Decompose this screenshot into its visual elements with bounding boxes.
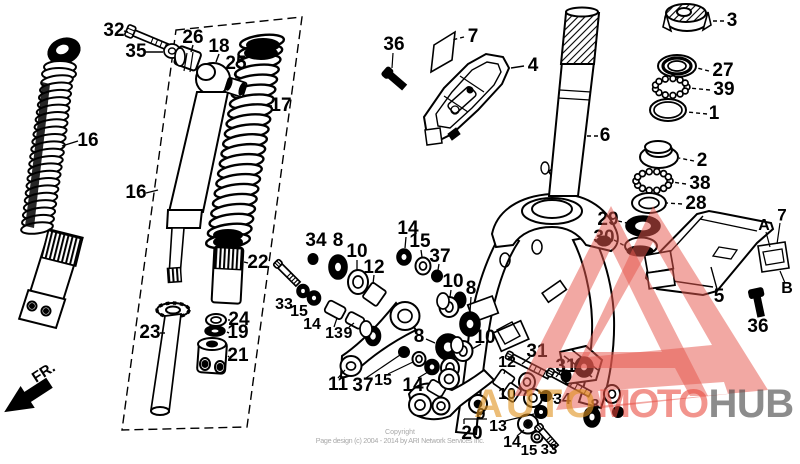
- svg-text:18: 18: [208, 36, 229, 57]
- svg-text:36: 36: [747, 316, 768, 337]
- svg-text:14: 14: [503, 434, 521, 451]
- svg-text:34: 34: [305, 230, 327, 251]
- svg-text:8: 8: [333, 230, 344, 251]
- svg-text:16: 16: [77, 130, 98, 151]
- svg-text:20: 20: [461, 423, 482, 444]
- svg-text:13: 13: [325, 325, 343, 342]
- svg-text:11: 11: [328, 374, 349, 395]
- svg-text:27: 27: [712, 60, 733, 81]
- svg-text:B: B: [781, 280, 793, 297]
- svg-text:2: 2: [697, 150, 708, 171]
- svg-text:15: 15: [521, 442, 538, 459]
- svg-text:22: 22: [247, 252, 268, 273]
- svg-text:5: 5: [714, 286, 725, 307]
- svg-text:Page design (c) 2004 - 2014 by: Page design (c) 2004 - 2014 by ARI Netwo…: [316, 436, 485, 445]
- svg-text:39: 39: [713, 79, 734, 100]
- svg-text:15: 15: [290, 303, 308, 320]
- svg-text:15: 15: [374, 372, 392, 389]
- svg-text:9: 9: [477, 406, 486, 423]
- svg-text:33: 33: [275, 296, 293, 313]
- svg-text:17: 17: [270, 95, 291, 116]
- svg-text:24: 24: [228, 309, 250, 330]
- svg-text:12: 12: [498, 354, 516, 371]
- svg-text:37: 37: [429, 246, 450, 267]
- svg-text:10: 10: [346, 241, 367, 262]
- svg-text:9: 9: [344, 325, 353, 342]
- svg-text:10: 10: [498, 386, 516, 403]
- svg-text:4: 4: [528, 55, 539, 76]
- svg-text:14: 14: [303, 316, 321, 333]
- svg-text:6: 6: [600, 125, 611, 146]
- svg-text:19: 19: [227, 322, 248, 343]
- svg-text:16: 16: [125, 182, 146, 203]
- svg-text:36: 36: [383, 34, 404, 55]
- svg-text:35: 35: [125, 41, 147, 62]
- svg-text:33: 33: [541, 441, 558, 458]
- svg-text:10: 10: [442, 271, 463, 292]
- svg-text:3: 3: [727, 10, 738, 31]
- svg-text:8: 8: [466, 278, 477, 299]
- svg-text:14: 14: [402, 375, 424, 396]
- svg-text:23: 23: [139, 322, 160, 343]
- svg-text:15: 15: [409, 231, 431, 252]
- svg-text:AUTOMOTOHUB: AUTOMOTOHUB: [474, 382, 794, 426]
- svg-text:28: 28: [685, 193, 706, 214]
- svg-text:Copyright: Copyright: [385, 429, 415, 436]
- svg-text:1: 1: [709, 103, 720, 124]
- svg-text:37: 37: [352, 375, 373, 396]
- svg-text:7: 7: [777, 205, 786, 224]
- svg-text:26: 26: [182, 27, 203, 48]
- svg-text:8: 8: [414, 326, 425, 347]
- svg-text:25: 25: [225, 53, 247, 74]
- svg-text:12: 12: [363, 257, 384, 278]
- svg-text:13: 13: [489, 418, 507, 435]
- svg-text:7: 7: [468, 26, 479, 47]
- svg-text:38: 38: [689, 173, 710, 194]
- svg-text:A: A: [758, 217, 770, 234]
- svg-text:32: 32: [103, 20, 124, 41]
- svg-text:21: 21: [227, 345, 249, 366]
- svg-text:14: 14: [397, 218, 419, 239]
- svg-text:10: 10: [474, 327, 495, 348]
